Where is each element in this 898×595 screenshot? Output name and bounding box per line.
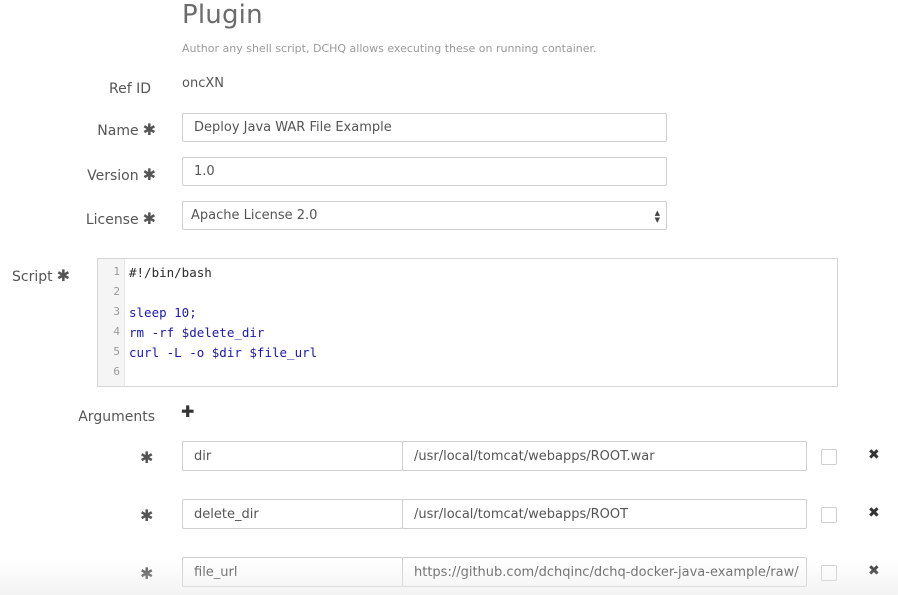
close-icon[interactable]: ✖ (868, 505, 880, 521)
license-label: License✱ (86, 209, 156, 228)
argument-checkbox[interactable] (821, 565, 837, 581)
argument-key-field[interactable]: dir (182, 441, 403, 471)
argument-checkbox[interactable] (821, 449, 837, 465)
page-subtitle: Author any shell script, DCHQ allows exe… (182, 42, 597, 55)
line-number-gutter (98, 259, 125, 386)
ref-id-value: oncXN (182, 76, 224, 91)
line-number: 4 (113, 325, 120, 338)
argument-key-field[interactable]: delete_dir (182, 499, 403, 529)
version-label-text: Version (87, 168, 139, 184)
argument-value-field[interactable]: /usr/local/tomcat/webapps/ROOT.war (402, 441, 807, 471)
argument-checkbox[interactable] (821, 507, 837, 523)
asterisk-icon: ✱ (140, 506, 154, 525)
page-title: Plugin (182, 0, 263, 30)
code-line: 2 (98, 285, 837, 305)
arguments-label: Arguments (78, 409, 155, 425)
name-field[interactable]: Deploy Java WAR File Example (182, 113, 667, 142)
close-icon[interactable]: ✖ (868, 447, 880, 463)
line-number: 6 (113, 365, 120, 378)
asterisk-icon: ✱ (142, 209, 156, 228)
line-number: 3 (113, 305, 120, 318)
script-label: Script✱ (12, 266, 70, 285)
plus-icon[interactable]: ✚ (181, 402, 195, 421)
ref-id-label: Ref ID (109, 81, 151, 97)
line-number: 2 (113, 285, 120, 298)
asterisk-icon: ✱ (142, 165, 156, 184)
asterisk-icon: ✱ (56, 266, 70, 285)
asterisk-icon: ✱ (142, 120, 156, 139)
line-number: 5 (113, 345, 120, 358)
license-select[interactable]: Apache License 2.0 ▲▼ (182, 201, 667, 230)
select-arrows-icon: ▲▼ (654, 209, 660, 224)
code-text: rm -rf $delete_dir (129, 325, 265, 340)
line-number: 1 (113, 265, 120, 278)
code-text: #!/bin/bash (129, 265, 212, 280)
name-label-text: Name (97, 123, 139, 139)
license-label-text: License (85, 212, 139, 228)
code-line: 4 rm -rf $delete_dir (98, 325, 837, 345)
code-line: 1 #!/bin/bash (98, 265, 837, 285)
version-field[interactable]: 1.0 (182, 157, 667, 186)
argument-value-field[interactable]: /usr/local/tomcat/webapps/ROOT (402, 499, 807, 529)
code-text: curl -L -o $dir $file_url (129, 345, 318, 360)
asterisk-icon: ✱ (140, 448, 154, 467)
code-line: 6 (98, 365, 837, 385)
code-text: sleep 10; (129, 305, 197, 320)
argument-key-field[interactable]: file_url (182, 557, 403, 587)
close-icon[interactable]: ✖ (868, 563, 880, 579)
code-line: 3 sleep 10; (98, 305, 837, 325)
argument-value-field[interactable]: https://github.com/dchqinc/dchq-docker-j… (402, 557, 807, 587)
name-label: Name✱ (97, 120, 156, 139)
script-label-text: Script (11, 269, 53, 285)
version-label: Version✱ (87, 165, 156, 184)
license-selected-value: Apache License 2.0 (191, 208, 318, 223)
script-editor[interactable]: 1 #!/bin/bash 2 3 sleep 10; 4 rm -rf $de… (97, 258, 838, 387)
code-line: 5 curl -L -o $dir $file_url (98, 345, 837, 365)
asterisk-icon: ✱ (140, 564, 154, 583)
